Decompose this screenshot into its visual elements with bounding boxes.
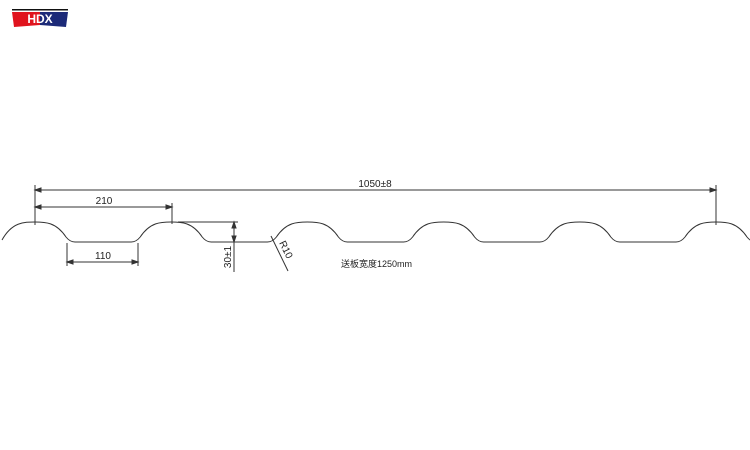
- height-label: 30±1: [223, 245, 234, 268]
- svg-text:HDX: HDX: [27, 12, 52, 26]
- overall-width-label: 1050±8: [358, 179, 392, 190]
- flat-width-label: 110: [95, 251, 111, 262]
- flat-width-dimension: [65, 243, 140, 266]
- roof-tile-profile: [1, 221, 750, 243]
- overall-width-dimension: [33, 185, 718, 225]
- radius-label: R10: [276, 239, 294, 261]
- radius-leader: [270, 235, 289, 272]
- pitch-dimension: [33, 203, 174, 224]
- height-dimension: [178, 220, 238, 272]
- sheet-width-note: 送板宽度1250mm: [341, 258, 412, 269]
- pitch-label: 210: [96, 196, 113, 207]
- company-logo: HDX: [12, 9, 68, 27]
